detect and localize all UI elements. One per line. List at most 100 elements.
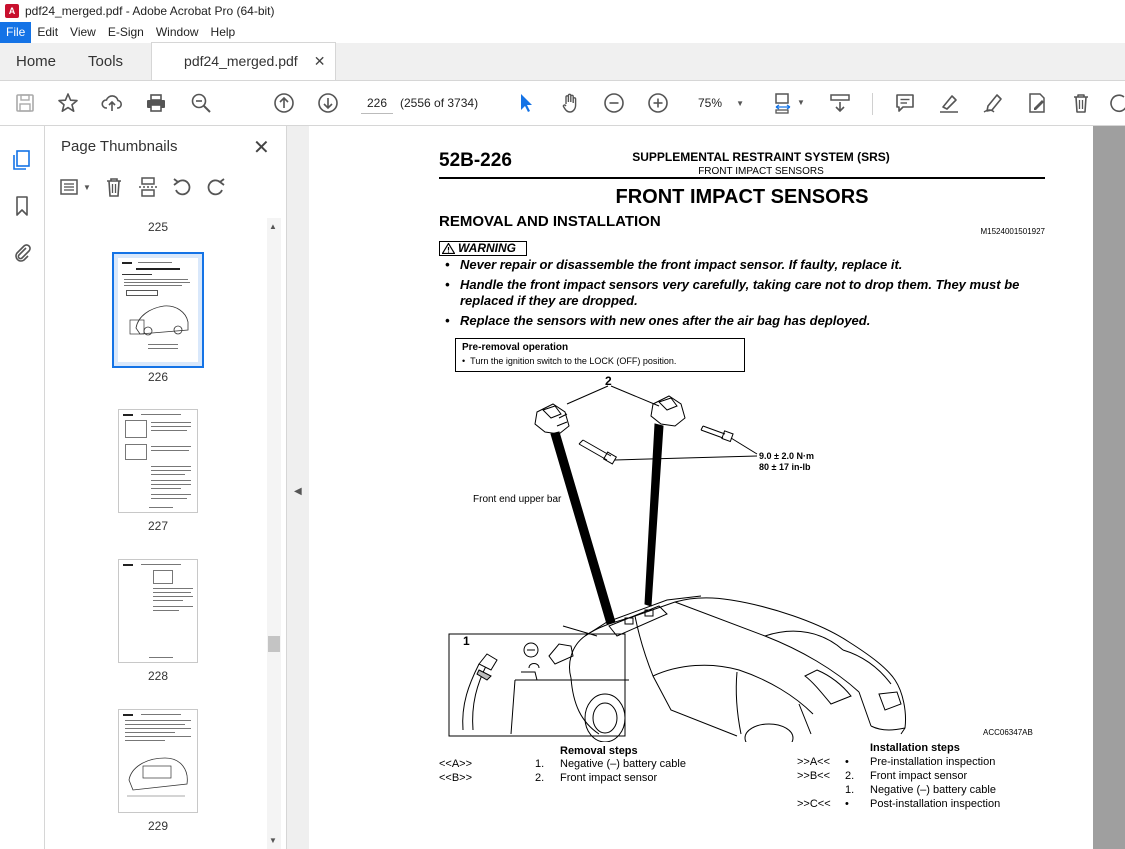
thumbnail-page-229[interactable] — [118, 709, 198, 813]
removal-step-num: 2. — [535, 772, 545, 784]
thumbnail-page-number: 227 — [147, 519, 169, 533]
doc-title: FRONT IMPACT SENSORS — [615, 186, 869, 208]
rotate-right-icon[interactable] — [205, 176, 227, 198]
zoom-in-icon[interactable] — [646, 91, 670, 115]
thumbnail-page-227[interactable] — [118, 409, 198, 513]
bookmarks-icon[interactable] — [10, 194, 34, 218]
zoom-search-icon[interactable] — [189, 91, 213, 115]
page-count: (2556 of 3734) — [400, 96, 479, 110]
left-rail — [0, 126, 45, 849]
bookmark-star-icon[interactable] — [56, 91, 80, 115]
page-number-input[interactable] — [361, 92, 393, 114]
zoom-value: 75% — [698, 96, 723, 110]
document-scrollbar[interactable] — [1093, 126, 1125, 849]
highlight-pen-icon[interactable] — [937, 91, 961, 115]
print-icon[interactable] — [144, 91, 168, 115]
delete-page-icon[interactable] — [103, 176, 125, 198]
thumbnail-page-228[interactable] — [118, 559, 198, 663]
doc-heading: REMOVAL AND INSTALLATION — [439, 213, 661, 230]
rotate-icon[interactable] — [1108, 91, 1125, 115]
removal-step-text: Negative (–) battery cable — [560, 758, 686, 770]
collapse-panel-handle[interactable]: ◀ — [287, 126, 309, 849]
pre-removal-item: • Turn the ignition switch to the LOCK (… — [462, 356, 677, 366]
panel-title: Page Thumbnails — [61, 138, 178, 155]
toolbar: (2556 of 3734) 75% ▼ ▼ — [0, 81, 1125, 126]
menu-esign[interactable]: E-Sign — [107, 25, 144, 39]
delete-icon[interactable] — [1069, 91, 1093, 115]
zoom-select[interactable]: 75% ▼ — [690, 92, 748, 114]
installation-step-num: 2. — [845, 770, 855, 782]
tab-home[interactable]: Home — [16, 53, 57, 70]
installation-step-text: Negative (–) battery cable — [870, 784, 996, 796]
menu-window[interactable]: Window — [155, 25, 199, 39]
scrollbar-thumb[interactable] — [268, 636, 280, 652]
scroll-mode-icon[interactable] — [828, 91, 852, 115]
fit-page-dropdown-icon[interactable]: ▼ — [797, 98, 805, 107]
thumbnail-page-number: 229 — [147, 819, 169, 833]
menu-view[interactable]: View — [70, 25, 96, 39]
warning-label-text: WARNING — [458, 241, 516, 255]
tab-tools[interactable]: Tools — [88, 53, 124, 70]
page-thumbnails-panel: Page Thumbnails ✕ ▼ 225 — [45, 126, 287, 849]
save-icon[interactable] — [13, 91, 37, 115]
close-tab-icon[interactable]: ✕ — [313, 53, 326, 69]
zoom-out-icon[interactable] — [602, 91, 626, 115]
thumbnail-page-number: 225 — [147, 220, 169, 234]
scroll-down-icon[interactable]: ▼ — [269, 836, 277, 845]
installation-step-ref: >>B<< — [797, 770, 831, 782]
title-bar: A pdf24_merged.pdf - Adobe Acrobat Pro (… — [0, 0, 1125, 22]
removal-step-ref: <<B>> — [439, 772, 473, 784]
torque-spec-inlb: 80 ± 17 in-lb — [759, 462, 811, 472]
menu-bar: File Edit View E-Sign Window Help — [0, 22, 1125, 43]
window-title: pdf24_merged.pdf - Adobe Acrobat Pro (64… — [25, 4, 275, 18]
installation-step-num: • — [845, 798, 849, 810]
thumbnail-page-number: 226 — [147, 370, 169, 384]
installation-step-ref: >>C<< — [797, 798, 831, 810]
upload-cloud-icon[interactable] — [100, 91, 124, 115]
toolbar-divider — [872, 93, 873, 115]
rotate-left-icon[interactable] — [171, 176, 193, 198]
installation-step-ref: >>A<< — [797, 756, 831, 768]
car-illustration — [448, 385, 906, 753]
torque-spec-nm: 9.0 ± 2.0 N·m — [759, 451, 814, 461]
installation-step-num: • — [845, 756, 849, 768]
menu-edit[interactable]: Edit — [37, 25, 59, 39]
tab-document[interactable]: pdf24_merged.pdf ✕ — [151, 42, 337, 80]
draw-sign-icon[interactable] — [981, 91, 1005, 115]
thumbnail-page-226[interactable] — [112, 252, 204, 368]
acrobat-logo-icon: A — [5, 4, 19, 18]
figure-code: ACC06347AB — [983, 728, 1033, 737]
thumbnail-page-number: 228 — [147, 669, 169, 683]
comment-icon[interactable] — [893, 91, 917, 115]
previous-page-icon[interactable] — [272, 91, 296, 115]
doc-subsection-title: FRONT IMPACT SENSORS — [698, 166, 824, 177]
menu-help[interactable]: Help — [210, 25, 236, 39]
doc-reference-code: M1524001501927 — [980, 227, 1045, 236]
attachments-icon[interactable] — [10, 240, 34, 264]
chevron-down-icon[interactable]: ▼ — [83, 182, 91, 192]
select-cursor-icon[interactable] — [514, 91, 538, 115]
callout-2: 2 — [605, 374, 612, 388]
menu-file[interactable]: File — [0, 22, 32, 43]
tab-document-label: pdf24_merged.pdf — [184, 53, 298, 69]
pdf-page: 52B-226 SUPPLEMENTAL RESTRAINT SYSTEM (S… — [309, 126, 1093, 849]
installation-step-text: Front impact sensor — [870, 770, 968, 782]
split-page-icon[interactable] — [137, 176, 159, 198]
warning-triangle-icon — [442, 243, 455, 254]
thumbnail-options-icon[interactable] — [59, 176, 81, 198]
page-thumbnails-icon[interactable] — [10, 148, 34, 172]
hand-tool-icon[interactable] — [558, 91, 582, 115]
fit-page-icon[interactable] — [772, 91, 796, 115]
front-end-upper-bar-label: Front end upper bar — [473, 494, 562, 505]
header-rule — [439, 177, 1045, 179]
sensor-diagram: 2 9.0 ± 2.0 N·m 80 ± 17 in-lb Front end … — [439, 374, 1045, 753]
next-page-icon[interactable] — [316, 91, 340, 115]
edit-pdf-icon[interactable] — [1025, 91, 1049, 115]
doc-section-title: SUPPLEMENTAL RESTRAINT SYSTEM (SRS) — [632, 150, 890, 164]
thumbnail-scrollbar[interactable]: ▲ ▼ — [267, 218, 281, 849]
collapse-arrow-icon: ◀ — [294, 486, 302, 497]
removal-step-num: 1. — [535, 758, 545, 770]
close-icon[interactable]: ✕ — [253, 137, 270, 159]
scroll-up-icon[interactable]: ▲ — [269, 222, 277, 231]
